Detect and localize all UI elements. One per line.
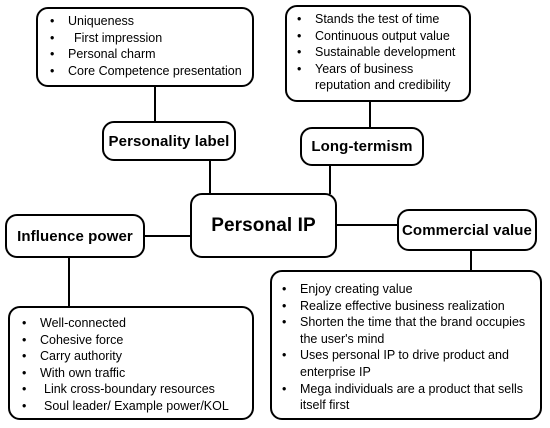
connector-personality-list [154,86,156,122]
long-termism-text: Long-termism [311,138,413,155]
long-termism-list-box: Stands the test of time Continuous outpu… [285,5,471,102]
list-item: Shorten the time that the brand occupies… [278,314,532,347]
commercial-value-text: Commercial value [402,221,532,239]
list-item: Mega individuals are a product that sell… [278,381,532,414]
long-termism-list: Stands the test of time Continuous outpu… [293,11,463,94]
connector-longterm-list [369,100,371,128]
influence-list: Well-connected Cohesive force Carry auth… [18,315,246,415]
list-item: Stands the test of time [293,11,463,28]
connector-personality-center [209,160,211,194]
list-item: Well-connected [18,315,246,332]
list-item: With own traffic [18,365,246,382]
list-item: Carry authority [18,348,246,365]
list-item: Years of business reputation and credibi… [293,61,463,94]
commercial-value-node: Commercial value [397,209,537,251]
connector-commercial-list [470,250,472,272]
influence-power-text: Influence power [17,227,133,245]
personality-list-box: Uniqueness First impression Personal cha… [36,7,254,87]
list-item: Uses personal IP to drive product and en… [278,347,532,380]
list-item: Enjoy creating value [278,281,532,298]
personality-list: Uniqueness First impression Personal cha… [46,13,246,79]
list-item: Realize effective business realization [278,298,532,315]
personality-label-node: Personality label [102,121,236,161]
personality-label-text: Personality label [108,132,230,150]
list-item: Uniqueness [46,13,246,30]
influence-list-box: Well-connected Cohesive force Carry auth… [8,306,254,420]
connector-influence-center [144,235,190,237]
influence-power-node: Influence power [5,214,145,258]
connector-commercial-center [336,224,398,226]
connector-influence-list [68,257,70,307]
list-item: Cohesive force [18,332,246,349]
commercial-list-box: Enjoy creating value Realize effective b… [270,270,542,420]
list-item: Sustainable development [293,44,463,61]
commercial-list: Enjoy creating value Realize effective b… [278,281,532,414]
list-item: Personal charm [46,46,246,63]
list-item: Continuous output value [293,28,463,45]
list-item: Soul leader/ Example power/KOL [18,398,246,415]
connector-longterm-center [329,165,331,194]
center-label: Personal IP [211,214,316,236]
long-termism-node: Long-termism [300,127,424,166]
list-item: First impression [46,30,246,47]
list-item: Link cross-boundary resources [18,381,246,398]
center-node: Personal IP [190,193,337,258]
list-item: Core Competence presentation [46,63,246,80]
